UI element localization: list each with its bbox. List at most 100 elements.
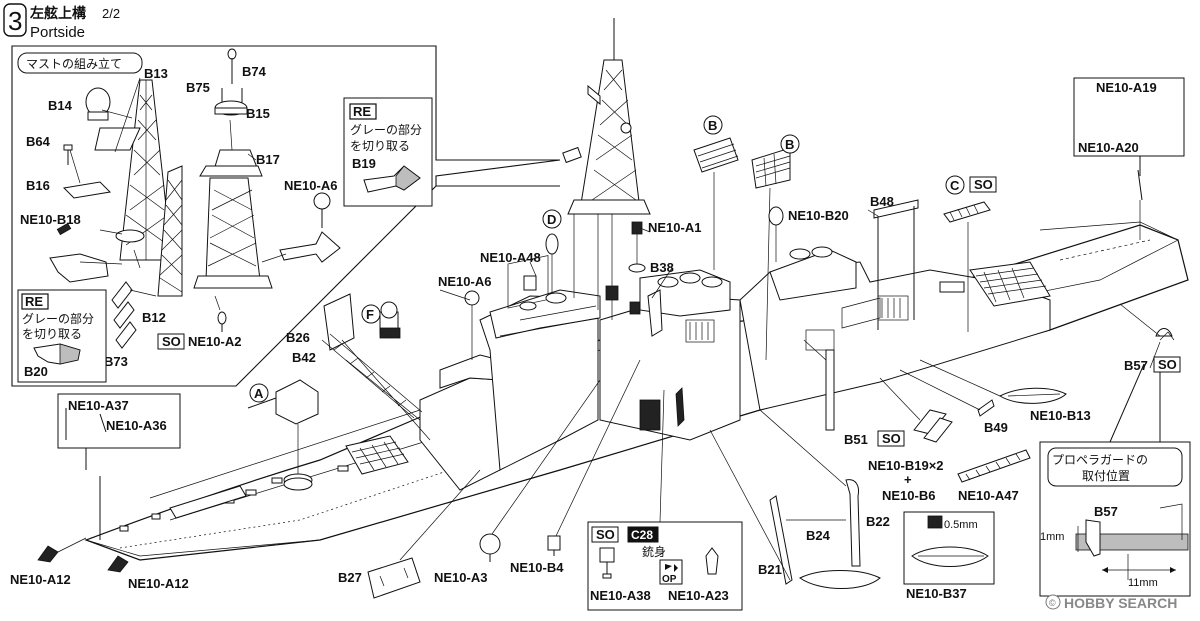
label-ne10-a37: NE10-A37 — [68, 398, 129, 413]
callout-b-1 — [703, 115, 723, 135]
option-op-badge: OP — [662, 574, 677, 585]
gun-turret-a — [247, 379, 319, 491]
callout-d — [542, 209, 562, 229]
so-badge-c-text: SO — [974, 177, 993, 192]
antenna-b64 — [63, 144, 73, 165]
davits-b21-b22-b24 — [709, 409, 861, 585]
panel-b18 — [49, 253, 109, 283]
propeller-title-line2: 取付位置 — [1082, 468, 1130, 483]
re-badge-1: RE — [353, 104, 371, 119]
label-ne10-a47: NE10-A47 — [958, 488, 1019, 503]
boat-detail-part: NE10-B37 — [906, 586, 967, 601]
boat-detail-box: 0.5mm NE10-B37 — [903, 511, 995, 601]
callout-a — [249, 383, 269, 403]
part-ne10-a6 — [464, 290, 480, 360]
re-note-1-line1: グレーの部分 — [350, 122, 422, 137]
label-ne10-a36: NE10-A36 — [106, 418, 167, 433]
propeller-guard-detail: プロペラガードの 取付位置 B57 1mm 11mm — [1039, 360, 1191, 597]
propeller-dim-vertical: 1mm — [1040, 531, 1064, 543]
option-part-a23-icon — [705, 547, 719, 575]
label-ne10-a2: NE10-A2 — [188, 334, 241, 349]
part-ne10-a1 — [628, 221, 646, 273]
box-a19-a20 — [1073, 77, 1185, 157]
label-b26: B26 — [286, 330, 310, 345]
label-ne10-a20: NE10-A20 — [1078, 140, 1139, 155]
mast-panel-title-box — [17, 52, 143, 74]
propeller-title-line1: プロペラガードの — [1052, 453, 1148, 467]
step-header: 3 左舷上構 2/2 Portside — [3, 3, 120, 41]
label-callout-a: A — [254, 386, 264, 401]
svg-text:©: © — [1049, 598, 1056, 608]
label-callout-d: D — [547, 212, 556, 227]
main-lattice-mast — [562, 18, 651, 320]
label-b24: B24 — [806, 528, 831, 543]
superstructure-forward — [247, 246, 1051, 491]
label-b57: B57 — [1124, 358, 1148, 373]
mast-panel-frame — [11, 45, 561, 387]
re-note-2-part: B20 — [24, 364, 48, 379]
option-barrel-label: 銃身 — [642, 544, 666, 559]
label-b14: B14 — [48, 98, 73, 113]
option-part-a38: NE10-A38 — [590, 588, 651, 603]
part-ne10-a48 — [519, 275, 567, 311]
boat-detail-dim: 0.5mm — [944, 519, 978, 531]
brace-b73 — [111, 281, 137, 349]
upper-mast-b17 — [193, 149, 273, 289]
array-panel-b-1 — [693, 137, 739, 270]
label-ne10-a48: NE10-A48 — [480, 250, 541, 265]
panel-b26 — [323, 293, 355, 351]
part-b49 — [899, 369, 995, 417]
label-ne10-b6: NE10-B6 — [882, 488, 935, 503]
rail-ne10-a47 — [957, 449, 1031, 483]
so-badge-c — [969, 176, 997, 193]
re-badge-2: RE — [25, 294, 43, 309]
label-b17: B17 — [256, 152, 280, 167]
boat-ne10-b13 — [919, 359, 1067, 404]
antenna-ne10-a2 — [217, 311, 227, 332]
re-note-1-part: B19 — [352, 156, 376, 171]
label-ne10-b19x2: NE10-B19×2 — [868, 458, 944, 473]
so-badge-a2 — [157, 333, 185, 350]
leader-lines — [341, 209, 1161, 441]
label-ne10-a6-mast: NE10-A6 — [284, 178, 337, 193]
label-callout-b-1: B — [708, 118, 717, 133]
floating-parts: B B D — [37, 77, 1185, 599]
label-plus: + — [904, 472, 912, 487]
part-ne10-b4 — [547, 359, 641, 556]
label-callout-c: C — [950, 178, 960, 193]
option-box-a38-a23: SO C28 銃身 OP NE10-A38 NE10-A23 — [587, 389, 743, 611]
label-ne10-a12-a: NE10-A12 — [10, 572, 71, 587]
page-fraction: 2/2 — [102, 6, 120, 21]
part-b48 — [873, 199, 919, 330]
part-ne10-b19-stack — [879, 377, 953, 443]
label-ne10-b20: NE10-B20 — [788, 208, 849, 223]
label-b16: B16 — [26, 178, 50, 193]
label-callout-f: F — [366, 307, 374, 322]
label-ne10-a1: NE10-A1 — [648, 220, 701, 235]
part-b51 — [803, 339, 835, 431]
step-title-en: Portside — [30, 24, 85, 41]
propeller-dim-horizontal: 11mm — [1128, 577, 1158, 589]
label-b48: B48 — [870, 194, 894, 209]
label-b22: B22 — [866, 514, 890, 529]
label-b64: B64 — [26, 134, 51, 149]
label-b73: B73 — [104, 354, 128, 369]
so-badge-a2-text: SO — [162, 334, 181, 349]
box-ne10-a37-a36 — [57, 393, 181, 470]
boat-davit — [799, 570, 881, 589]
label-b42: B42 — [292, 350, 316, 365]
label-b15: B15 — [246, 106, 270, 121]
propeller-guard-b57 — [1119, 303, 1175, 341]
label-b13: B13 — [144, 66, 168, 81]
re-note-1-line2: を切り取る — [350, 139, 410, 153]
label-b75: B75 — [186, 80, 210, 95]
mast-top-b74-b75-b15 — [214, 48, 248, 116]
label-ne10-b13: NE10-B13 — [1030, 408, 1091, 423]
label-b38: B38 — [650, 260, 674, 275]
ciws-f — [379, 301, 401, 339]
label-b27: B27 — [338, 570, 362, 585]
so-badge-b51-text: SO — [882, 431, 901, 446]
platform-b16 — [62, 181, 112, 199]
label-b21: B21 — [758, 562, 782, 577]
